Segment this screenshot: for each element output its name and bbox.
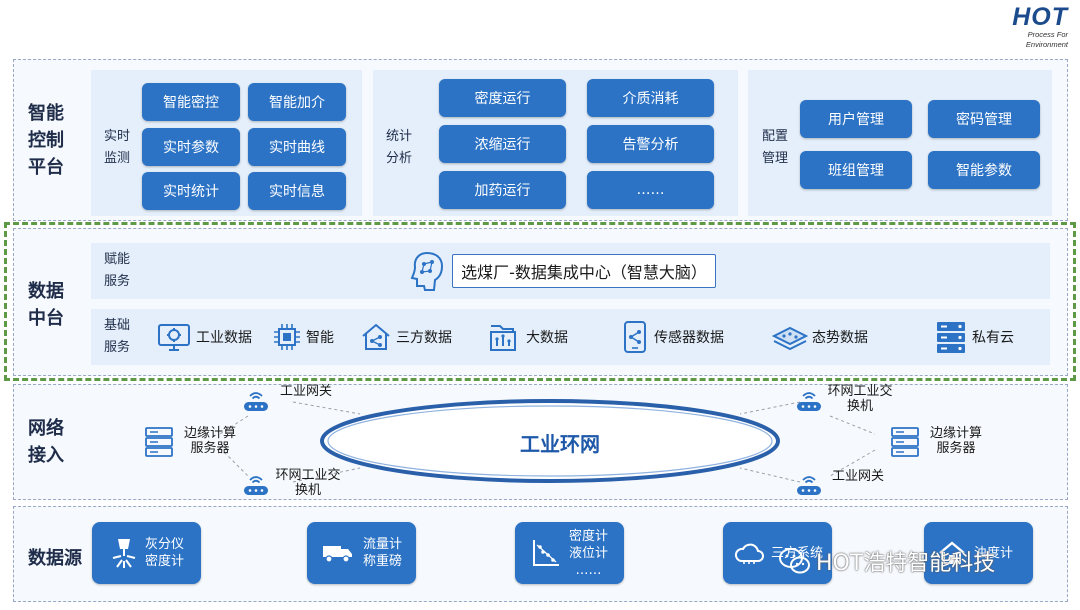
base-service-strip [91,309,1050,365]
wechat-icon [779,548,810,574]
source-line: 浊度计 [974,545,1014,561]
cloud-icon [734,543,764,564]
config-panel [748,70,1052,216]
enable-service-label: 赋能服务 [104,252,131,289]
big-data-item[interactable]: 大数据 [488,320,568,354]
server-icon [145,427,173,457]
situation-data-label: 态势数据 [812,330,868,346]
router-icon [797,392,821,411]
smart-medium-dosing-button[interactable]: 智能加介 [248,83,346,121]
network-topology [219,399,876,483]
more-analysis-button[interactable]: …… [587,171,714,209]
config-label: 配置管理 [762,129,789,166]
ash-density-source-button[interactable]: 灰分仪 密度计 [92,522,201,584]
password-management-button[interactable]: 密码管理 [928,100,1040,138]
data-center-title[interactable]: 选煤厂-数据集成中心（智慧大脑） [452,254,716,288]
gateway-bottom-right-label: 工业网关 [832,469,885,484]
chip-icon [274,324,300,350]
shift-management-button[interactable]: 班组管理 [800,151,912,189]
wechat-watermark: HOT浩特智能科技 [778,544,995,578]
network-access-label: 网络接入 [28,418,64,466]
folder-chart-icon [490,325,516,351]
watermark-text: HOT浩特智能科技 [816,551,996,576]
smart-label: 智能 [306,330,334,346]
source-line: 密度计 [568,528,608,544]
server-icon [891,427,919,457]
source-line: 流量计 [362,537,402,552]
router-icon [244,392,268,411]
density-run-button[interactable]: 密度运行 [439,79,566,117]
display-gear-icon [158,324,190,351]
medium-consumption-button[interactable]: 介质消耗 [587,79,714,117]
industrial-ring-label: 工业环网 [520,432,600,456]
flow-weigh-source-button[interactable]: 流量计 称重磅 [307,522,416,584]
logo-tagline: Process For Environment [1025,30,1068,49]
user-management-button[interactable]: 用户管理 [800,100,912,138]
statistics-label: 统计分析 [386,129,413,166]
base-service-label: 基础服务 [104,318,131,355]
router-icon [244,476,268,495]
data-source-label: 数据源 [28,548,82,569]
source-line: 三方系统 [771,545,824,561]
third-party-data-item[interactable]: 三方数据 [360,320,452,354]
smart-density-control-button[interactable]: 智能密控 [142,83,240,121]
smart-item[interactable]: 智能 [272,320,334,354]
switch-bottom-left-label: 环网工业交换机 [275,468,341,498]
router-icon [797,476,821,495]
data-middle-label: 数据中台 [28,281,64,329]
switch-top-right-label: 环网工业交换机 [827,384,893,414]
truck-icon [322,546,352,563]
realtime-stats-button[interactable]: 实时统计 [142,172,240,210]
situation-data-item[interactable]: 态势数据 [772,320,868,354]
logo-mark: HOT [1012,3,1068,31]
dosing-run-button[interactable]: 加药运行 [439,171,566,209]
gateway-top-left-label: 工业网关 [280,384,333,399]
source-line: 液位计 [568,545,608,561]
brain-icon [410,251,444,291]
thickening-run-button[interactable]: 浓缩运行 [439,125,566,163]
server-rack-icon [937,322,965,353]
source-line: 灰分仪 [144,537,184,552]
house-icon [939,541,965,564]
edge-server-left-label: 边缘计算服务器 [183,426,236,456]
turbidity-source-button[interactable]: 浊度计 [924,522,1033,584]
source-line: …… [575,562,602,578]
realtime-curve-button[interactable]: 实时曲线 [248,128,346,166]
phone-share-icon [624,321,646,353]
company-logo: HOT Process For Environment [986,3,1068,49]
realtime-monitor-label: 实时监测 [104,129,131,166]
edge-server-right-label: 边缘计算服务器 [929,426,982,456]
sensor-data-label: 传感器数据 [654,330,724,346]
realtime-info-button[interactable]: 实时信息 [248,172,346,210]
industrial-data-label: 工业数据 [196,330,252,346]
sensor-data-item[interactable]: 传感器数据 [620,320,724,354]
density-level-source-button[interactable]: 密度计 液位计 …… [515,522,624,584]
source-line: 称重磅 [362,554,402,569]
third-party-data-label: 三方数据 [396,330,452,346]
source-line: 密度计 [144,554,184,569]
house-network-icon [362,323,390,350]
third-party-system-source-button[interactable]: 三方系统 [723,522,832,584]
smart-params-button[interactable]: 智能参数 [928,151,1040,189]
layers-icon [772,326,808,351]
private-cloud-label: 私有云 [972,330,1014,346]
data-layer-highlight-frame [4,222,1076,381]
realtime-params-button[interactable]: 实时参数 [142,128,240,166]
private-cloud-item[interactable]: 私有云 [934,320,1014,354]
control-platform-label: 智能控制平台 [28,103,64,178]
alarm-analysis-button[interactable]: 告警分析 [587,125,714,163]
industrial-data-item[interactable]: 工业数据 [156,320,252,354]
scatter-chart-icon [532,540,559,566]
big-data-label: 大数据 [526,330,568,346]
radiation-sensor-icon [112,539,136,568]
